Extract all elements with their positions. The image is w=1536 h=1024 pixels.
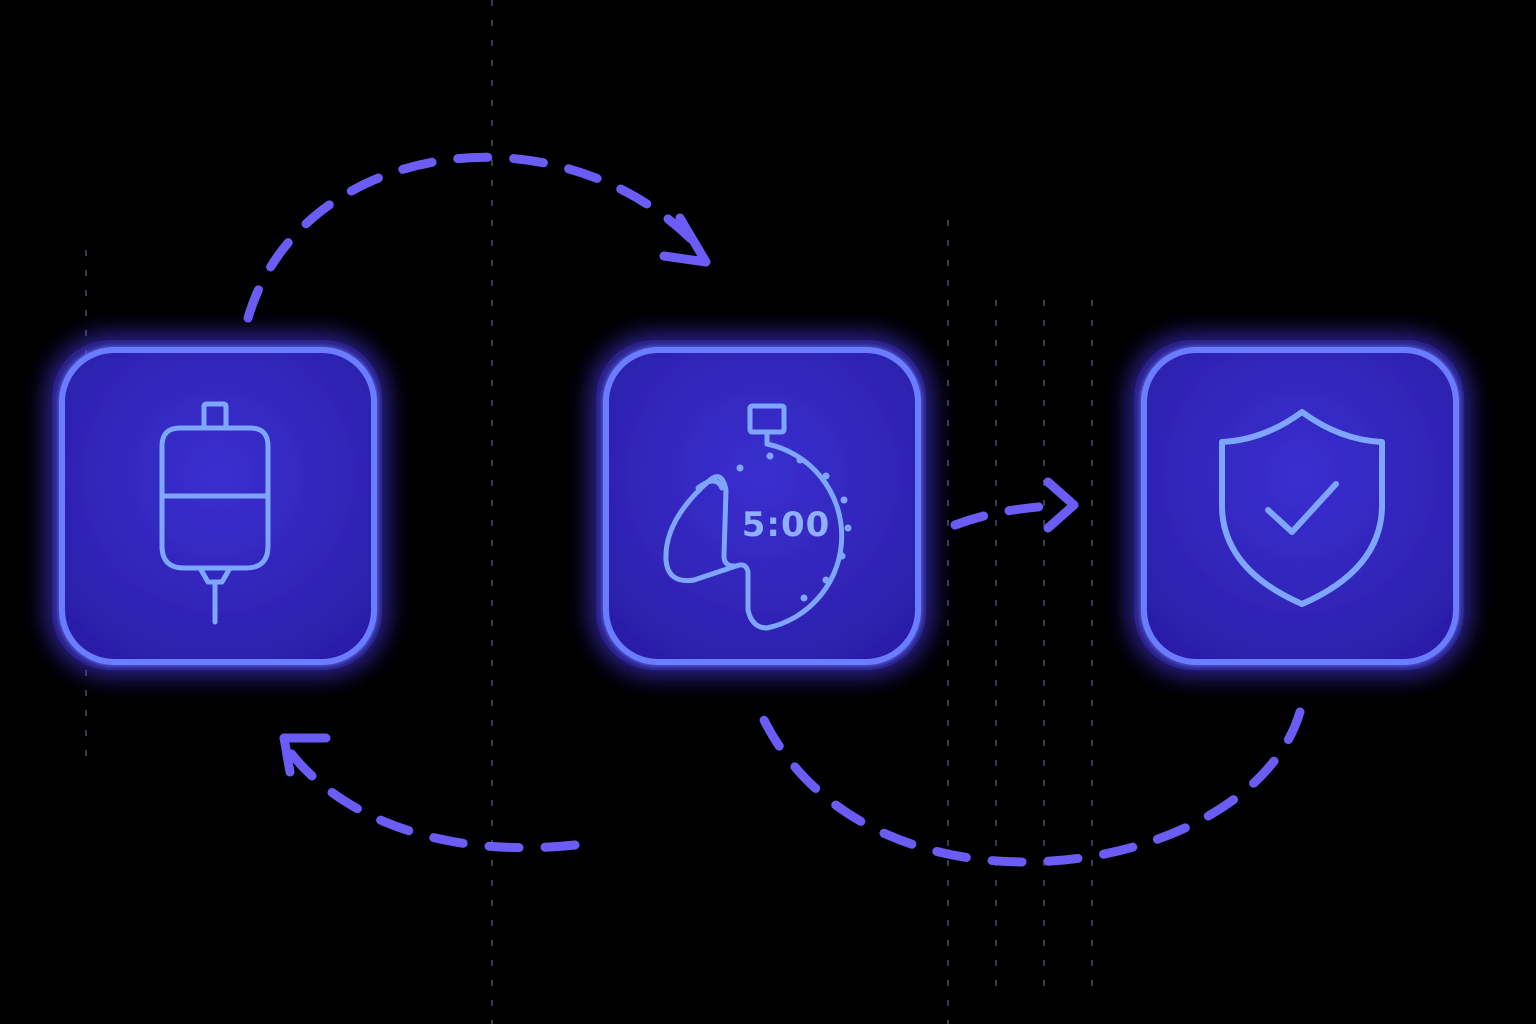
timer-label: 5:00 xyxy=(742,505,831,545)
arrowhead-icon xyxy=(279,733,331,777)
arrowhead-icon xyxy=(659,213,711,267)
arc-timer-to-shield xyxy=(950,500,1067,530)
stopwatch-tick-marks xyxy=(736,452,852,602)
arrowheads xyxy=(279,213,1079,777)
iv-bag-icon xyxy=(159,401,271,625)
shield-check-icon xyxy=(1219,409,1385,607)
tile-iv-bag xyxy=(52,340,382,670)
arc-timer-to-ivbag-bottom xyxy=(280,740,580,853)
guide-lines xyxy=(85,0,1093,1024)
tile-shield xyxy=(1134,340,1464,670)
tile-timer: 5:00 xyxy=(596,340,926,670)
stopwatch-icon xyxy=(663,403,845,631)
arrowhead-icon xyxy=(1043,477,1079,533)
arc-ivbag-to-timer xyxy=(243,152,705,323)
connectors xyxy=(243,152,1305,867)
arc-shield-to-timer-bottom xyxy=(757,707,1305,867)
